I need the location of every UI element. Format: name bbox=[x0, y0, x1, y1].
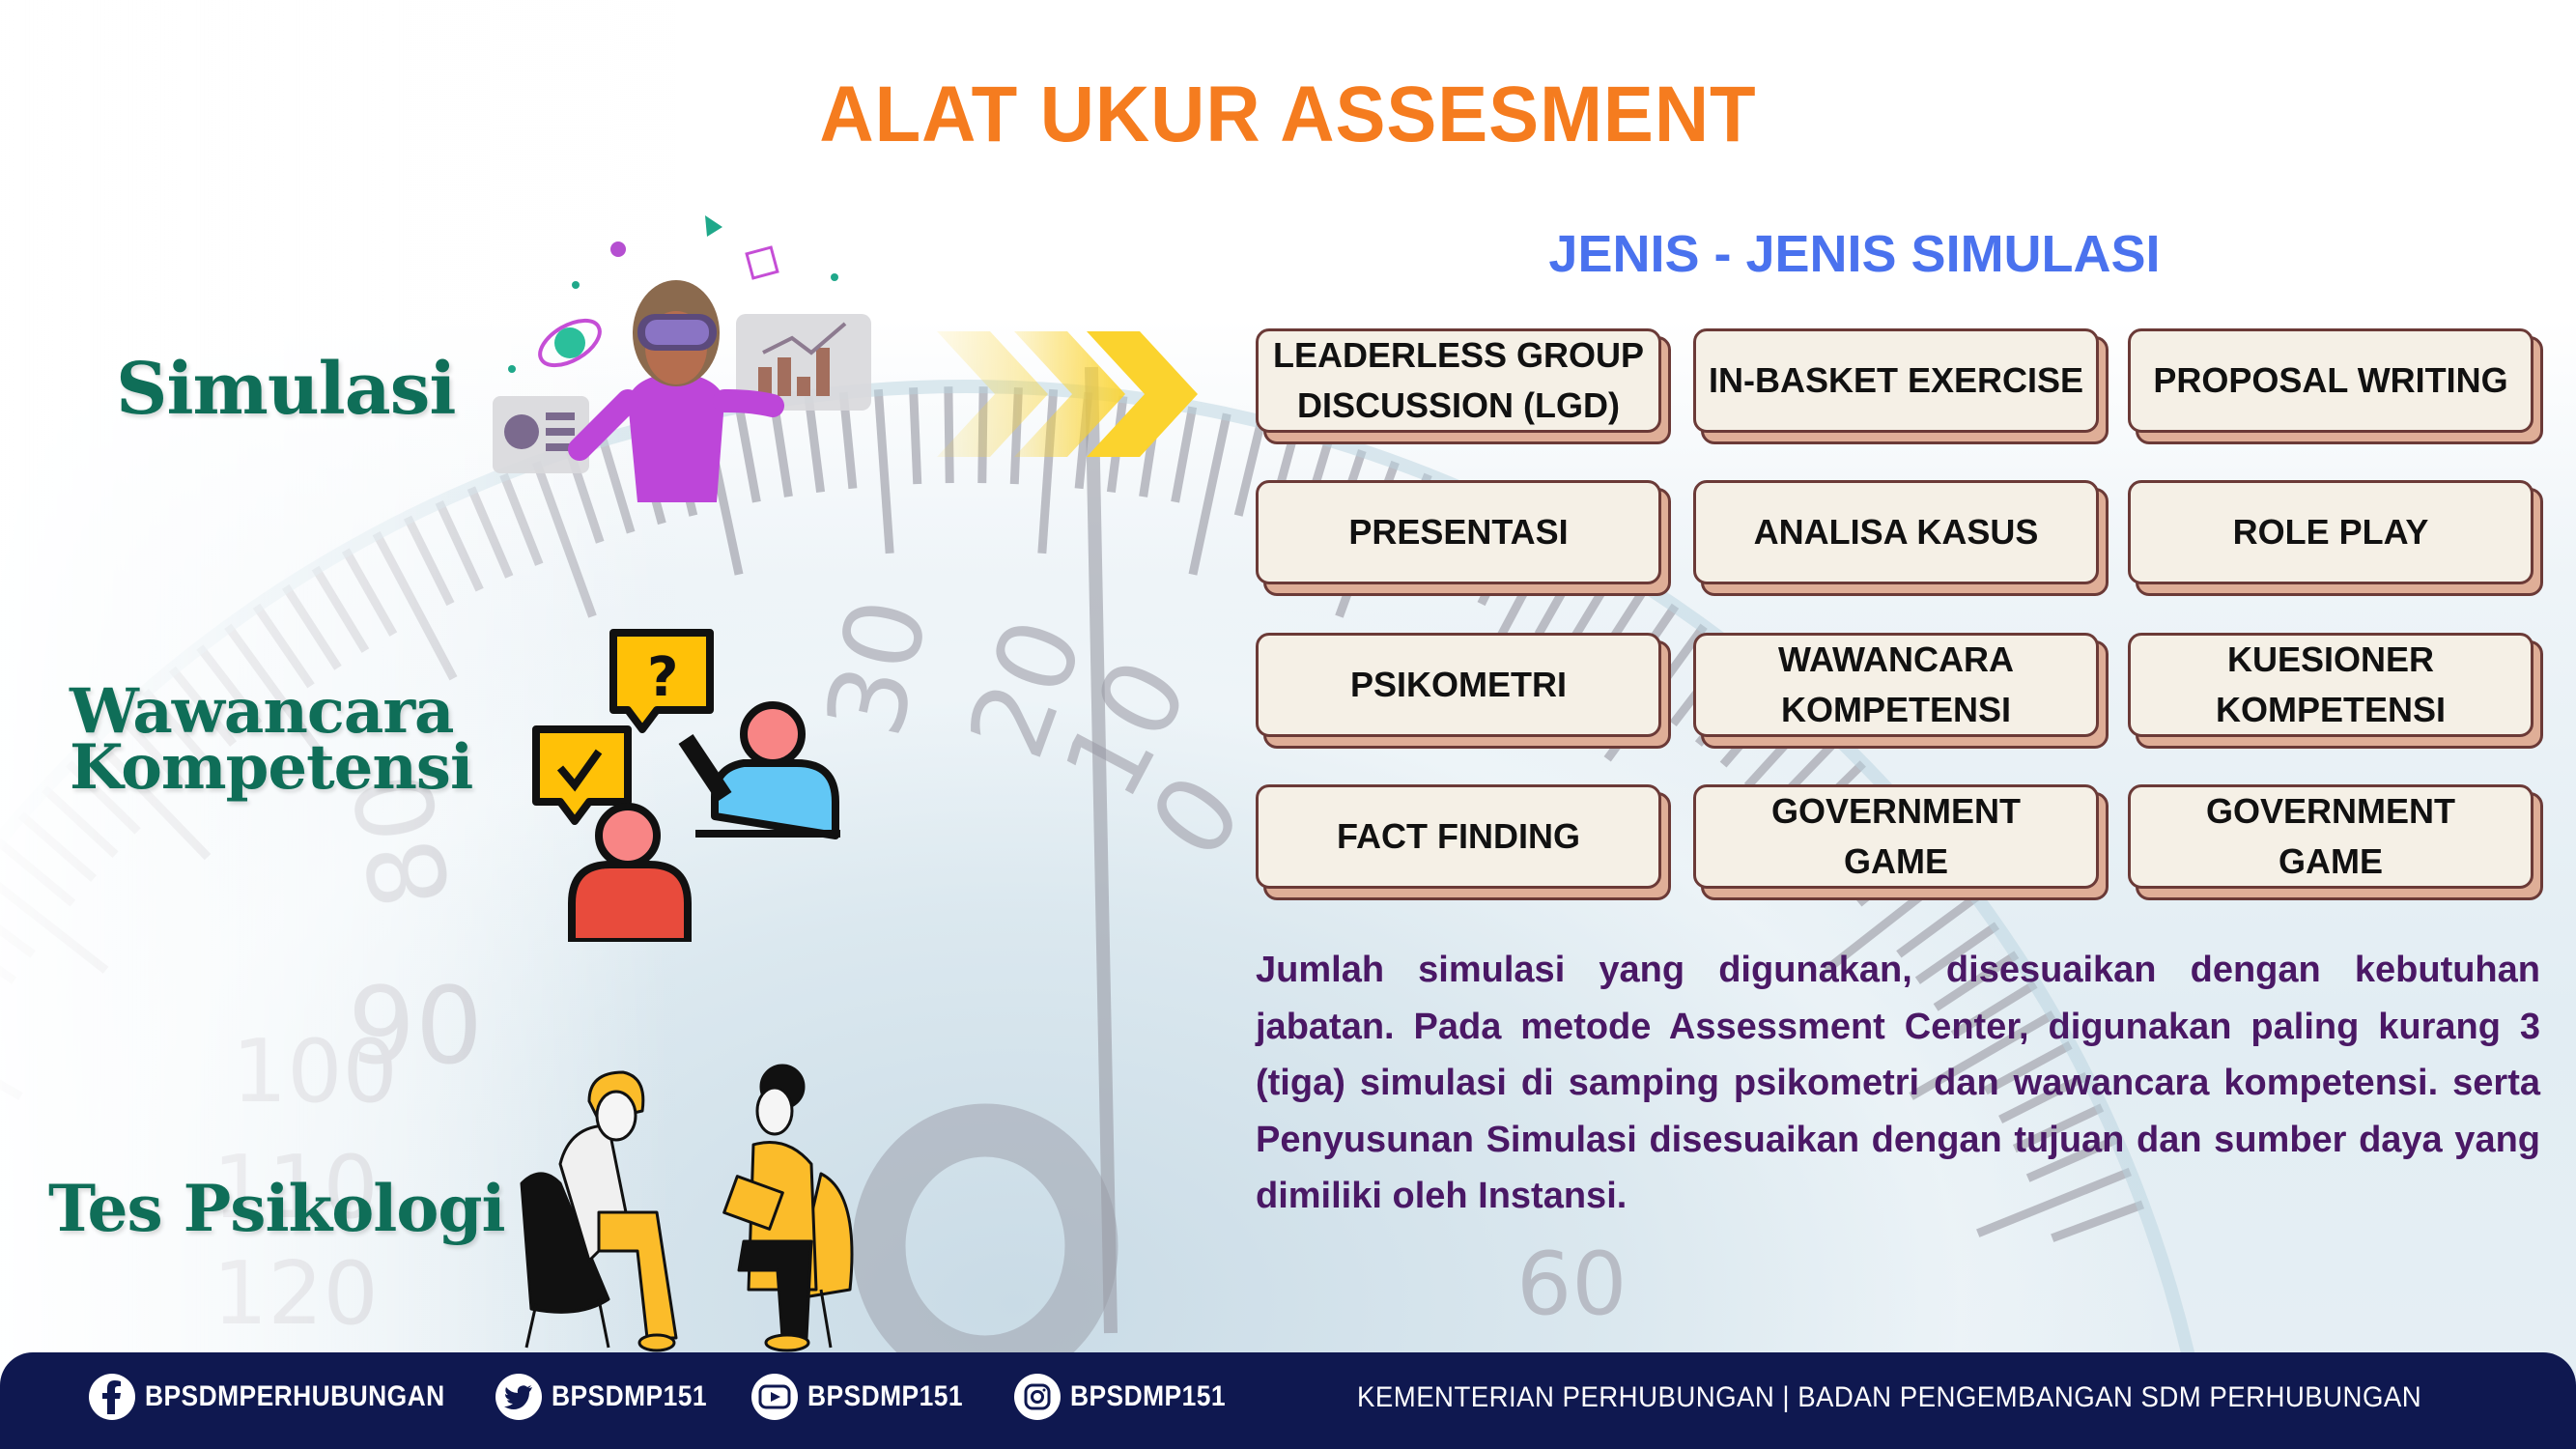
interview-people-icon: ? bbox=[532, 629, 840, 942]
card-line: KUESIONER bbox=[2226, 639, 2435, 679]
card-line: ANALISA KASUS bbox=[1753, 512, 2039, 552]
page-title: ALAT UKUR ASSESMENT bbox=[819, 71, 1757, 158]
card-line: GAME bbox=[1843, 841, 1948, 881]
footer-bar: BPSDMPERHUBUNGAN BPSDMP151 BPSDMP151 BPS… bbox=[0, 1352, 2576, 1449]
card-line: PRESENTASI bbox=[1348, 512, 1569, 552]
card-line: LEADERLESS GROUP bbox=[1272, 335, 1645, 375]
counseling-session-icon bbox=[520, 1064, 854, 1352]
vr-woman-3d-icon bbox=[493, 215, 871, 502]
simulation-card[interactable]: WAWANCARA KOMPETENSI bbox=[1693, 633, 2109, 749]
simulation-card[interactable]: LEADERLESS GROUP DISCUSSION (LGD) bbox=[1256, 328, 1671, 444]
card-line: KOMPETENSI bbox=[1780, 690, 2011, 729]
social-handle: BPSDMP151 bbox=[807, 1380, 963, 1412]
twitter-icon bbox=[495, 1374, 542, 1420]
svg-text:60: 60 bbox=[1516, 1234, 1628, 1335]
card-line: PSIKOMETRI bbox=[1349, 665, 1567, 704]
label-tes-psikologi: Tes Psikologi bbox=[48, 1171, 506, 1246]
simulation-card[interactable]: GOVERNMENT GAME bbox=[1693, 784, 2109, 900]
card-line: ROLE PLAY bbox=[2232, 512, 2429, 552]
instagram-icon bbox=[1014, 1374, 1061, 1420]
card-line: GOVERNMENT bbox=[2205, 791, 2455, 831]
section-subtitle: JENIS - JENIS SIMULASI bbox=[1548, 225, 2161, 283]
card-line: IN-BASKET EXERCISE bbox=[1708, 360, 2084, 400]
card-line: KOMPETENSI bbox=[2215, 690, 2447, 729]
label-simulasi: Simulasi bbox=[116, 348, 456, 431]
social-facebook[interactable]: BPSDMPERHUBUNGAN bbox=[89, 1374, 486, 1420]
facebook-icon bbox=[89, 1374, 135, 1420]
card-line: WAWANCARA bbox=[1778, 639, 2014, 679]
simulation-card[interactable]: ROLE PLAY bbox=[2128, 480, 2543, 596]
card-line: GAME bbox=[2278, 841, 2383, 881]
simulation-card[interactable]: KUESIONER KOMPETENSI bbox=[2128, 633, 2543, 749]
organization-name: KEMENTERIAN PERHUBUNGAN | BADAN PENGEMBA… bbox=[1357, 1381, 2422, 1413]
simulation-card[interactable]: PROPOSAL WRITING bbox=[2128, 328, 2543, 444]
social-handle: BPSDMP151 bbox=[552, 1380, 707, 1412]
svg-text:30: 30 bbox=[803, 588, 951, 747]
simulation-card[interactable]: GOVERNMENT GAME bbox=[2128, 784, 2543, 900]
social-youtube[interactable]: BPSDMP151 bbox=[751, 1374, 984, 1420]
social-handle: BPSDMPERHUBUNGAN bbox=[145, 1380, 445, 1412]
card-line: GOVERNMENT bbox=[1770, 791, 2021, 831]
triple-chevron-right-icon bbox=[937, 331, 1198, 457]
card-line: FACT FINDING bbox=[1337, 816, 1580, 856]
youtube-icon bbox=[751, 1374, 798, 1420]
social-twitter[interactable]: BPSDMP151 bbox=[495, 1374, 728, 1420]
simulation-card[interactable]: PRESENTASI bbox=[1256, 480, 1671, 596]
label-line: Kompetensi bbox=[70, 731, 473, 804]
simulation-card[interactable]: IN-BASKET EXERCISE bbox=[1693, 328, 2109, 444]
card-line: DISCUSSION (LGD) bbox=[1296, 385, 1620, 425]
simulation-card[interactable]: PSIKOMETRI bbox=[1256, 633, 1671, 749]
description-paragraph: Jumlah simulasi yang digunakan, disesuai… bbox=[1256, 950, 2540, 1216]
simulation-card[interactable]: ANALISA KASUS bbox=[1693, 480, 2109, 596]
card-line: PROPOSAL WRITING bbox=[2153, 360, 2508, 400]
simulation-card[interactable]: FACT FINDING bbox=[1256, 784, 1671, 900]
label-line: Wawancara bbox=[70, 675, 455, 748]
label-wawancara-kompetensi: Wawancara Kompetensi bbox=[70, 675, 473, 804]
social-handle: BPSDMP151 bbox=[1070, 1380, 1226, 1412]
svg-text:?: ? bbox=[647, 646, 678, 709]
social-instagram[interactable]: BPSDMP151 bbox=[1014, 1374, 1247, 1420]
